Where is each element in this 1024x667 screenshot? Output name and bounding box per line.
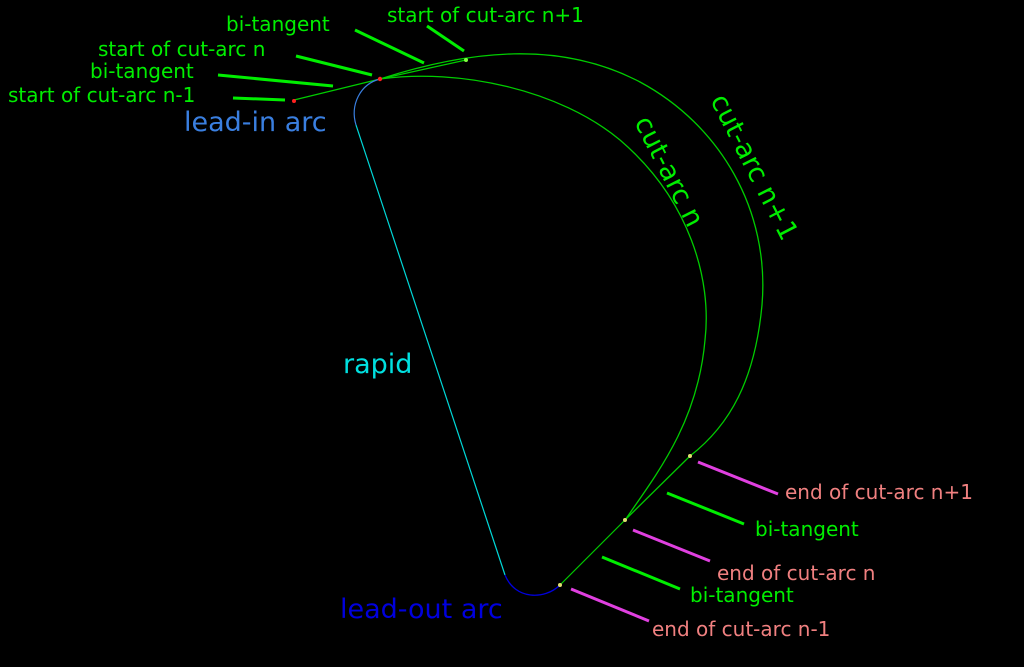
leader-end-n-plus-1 — [697, 460, 779, 496]
leader-start-n — [295, 54, 373, 77]
start-point-n-plus-1 — [464, 58, 468, 62]
lead-out-arc-path — [504, 574, 561, 596]
leader-start-n-minus-1 — [232, 96, 286, 102]
leader-bitangent-mid — [217, 73, 334, 88]
label-bitangent-top: bi-tangent — [226, 12, 330, 36]
leader-bitangent-top — [354, 28, 425, 65]
rapid-path — [355, 124, 506, 576]
start-point-n — [377, 76, 383, 82]
end-point-n-plus-1 — [688, 454, 692, 458]
label-end-n-minus-1: end of cut-arc n-1 — [652, 617, 830, 641]
label-end-n-plus-1: end of cut-arc n+1 — [785, 480, 973, 504]
label-start-n: start of cut-arc n — [98, 37, 265, 61]
leader-bitangent-right — [666, 491, 745, 526]
cut-arc-n-plus-1-path — [379, 53, 764, 521]
label-end-n: end of cut-arc n — [717, 561, 875, 585]
leader-start-n-plus-1 — [426, 24, 465, 53]
bottom-bitangent-line — [559, 519, 626, 586]
label-bitangent-bottom: bi-tangent — [690, 583, 794, 607]
start-point-n-minus-1 — [292, 99, 296, 103]
label-start-n-minus-1: start of cut-arc n-1 — [8, 83, 195, 107]
label-lead-in-arc: lead-in arc — [184, 107, 327, 138]
lead-in-arc-path — [353, 78, 381, 126]
label-bitangent-mid: bi-tangent — [90, 59, 194, 83]
end-point-n — [623, 518, 627, 522]
end-point-n-minus-1 — [558, 583, 562, 587]
leader-end-n-minus-1 — [570, 587, 650, 623]
label-start-n-plus-1: start of cut-arc n+1 — [387, 3, 584, 27]
label-bitangent-right: bi-tangent — [755, 517, 859, 541]
label-lead-out-arc: lead-out arc — [340, 594, 503, 625]
leader-end-n — [632, 528, 711, 563]
cut-arc-n-path — [379, 75, 707, 521]
label-rapid: rapid — [343, 349, 412, 380]
leader-bitangent-bottom — [601, 555, 681, 591]
